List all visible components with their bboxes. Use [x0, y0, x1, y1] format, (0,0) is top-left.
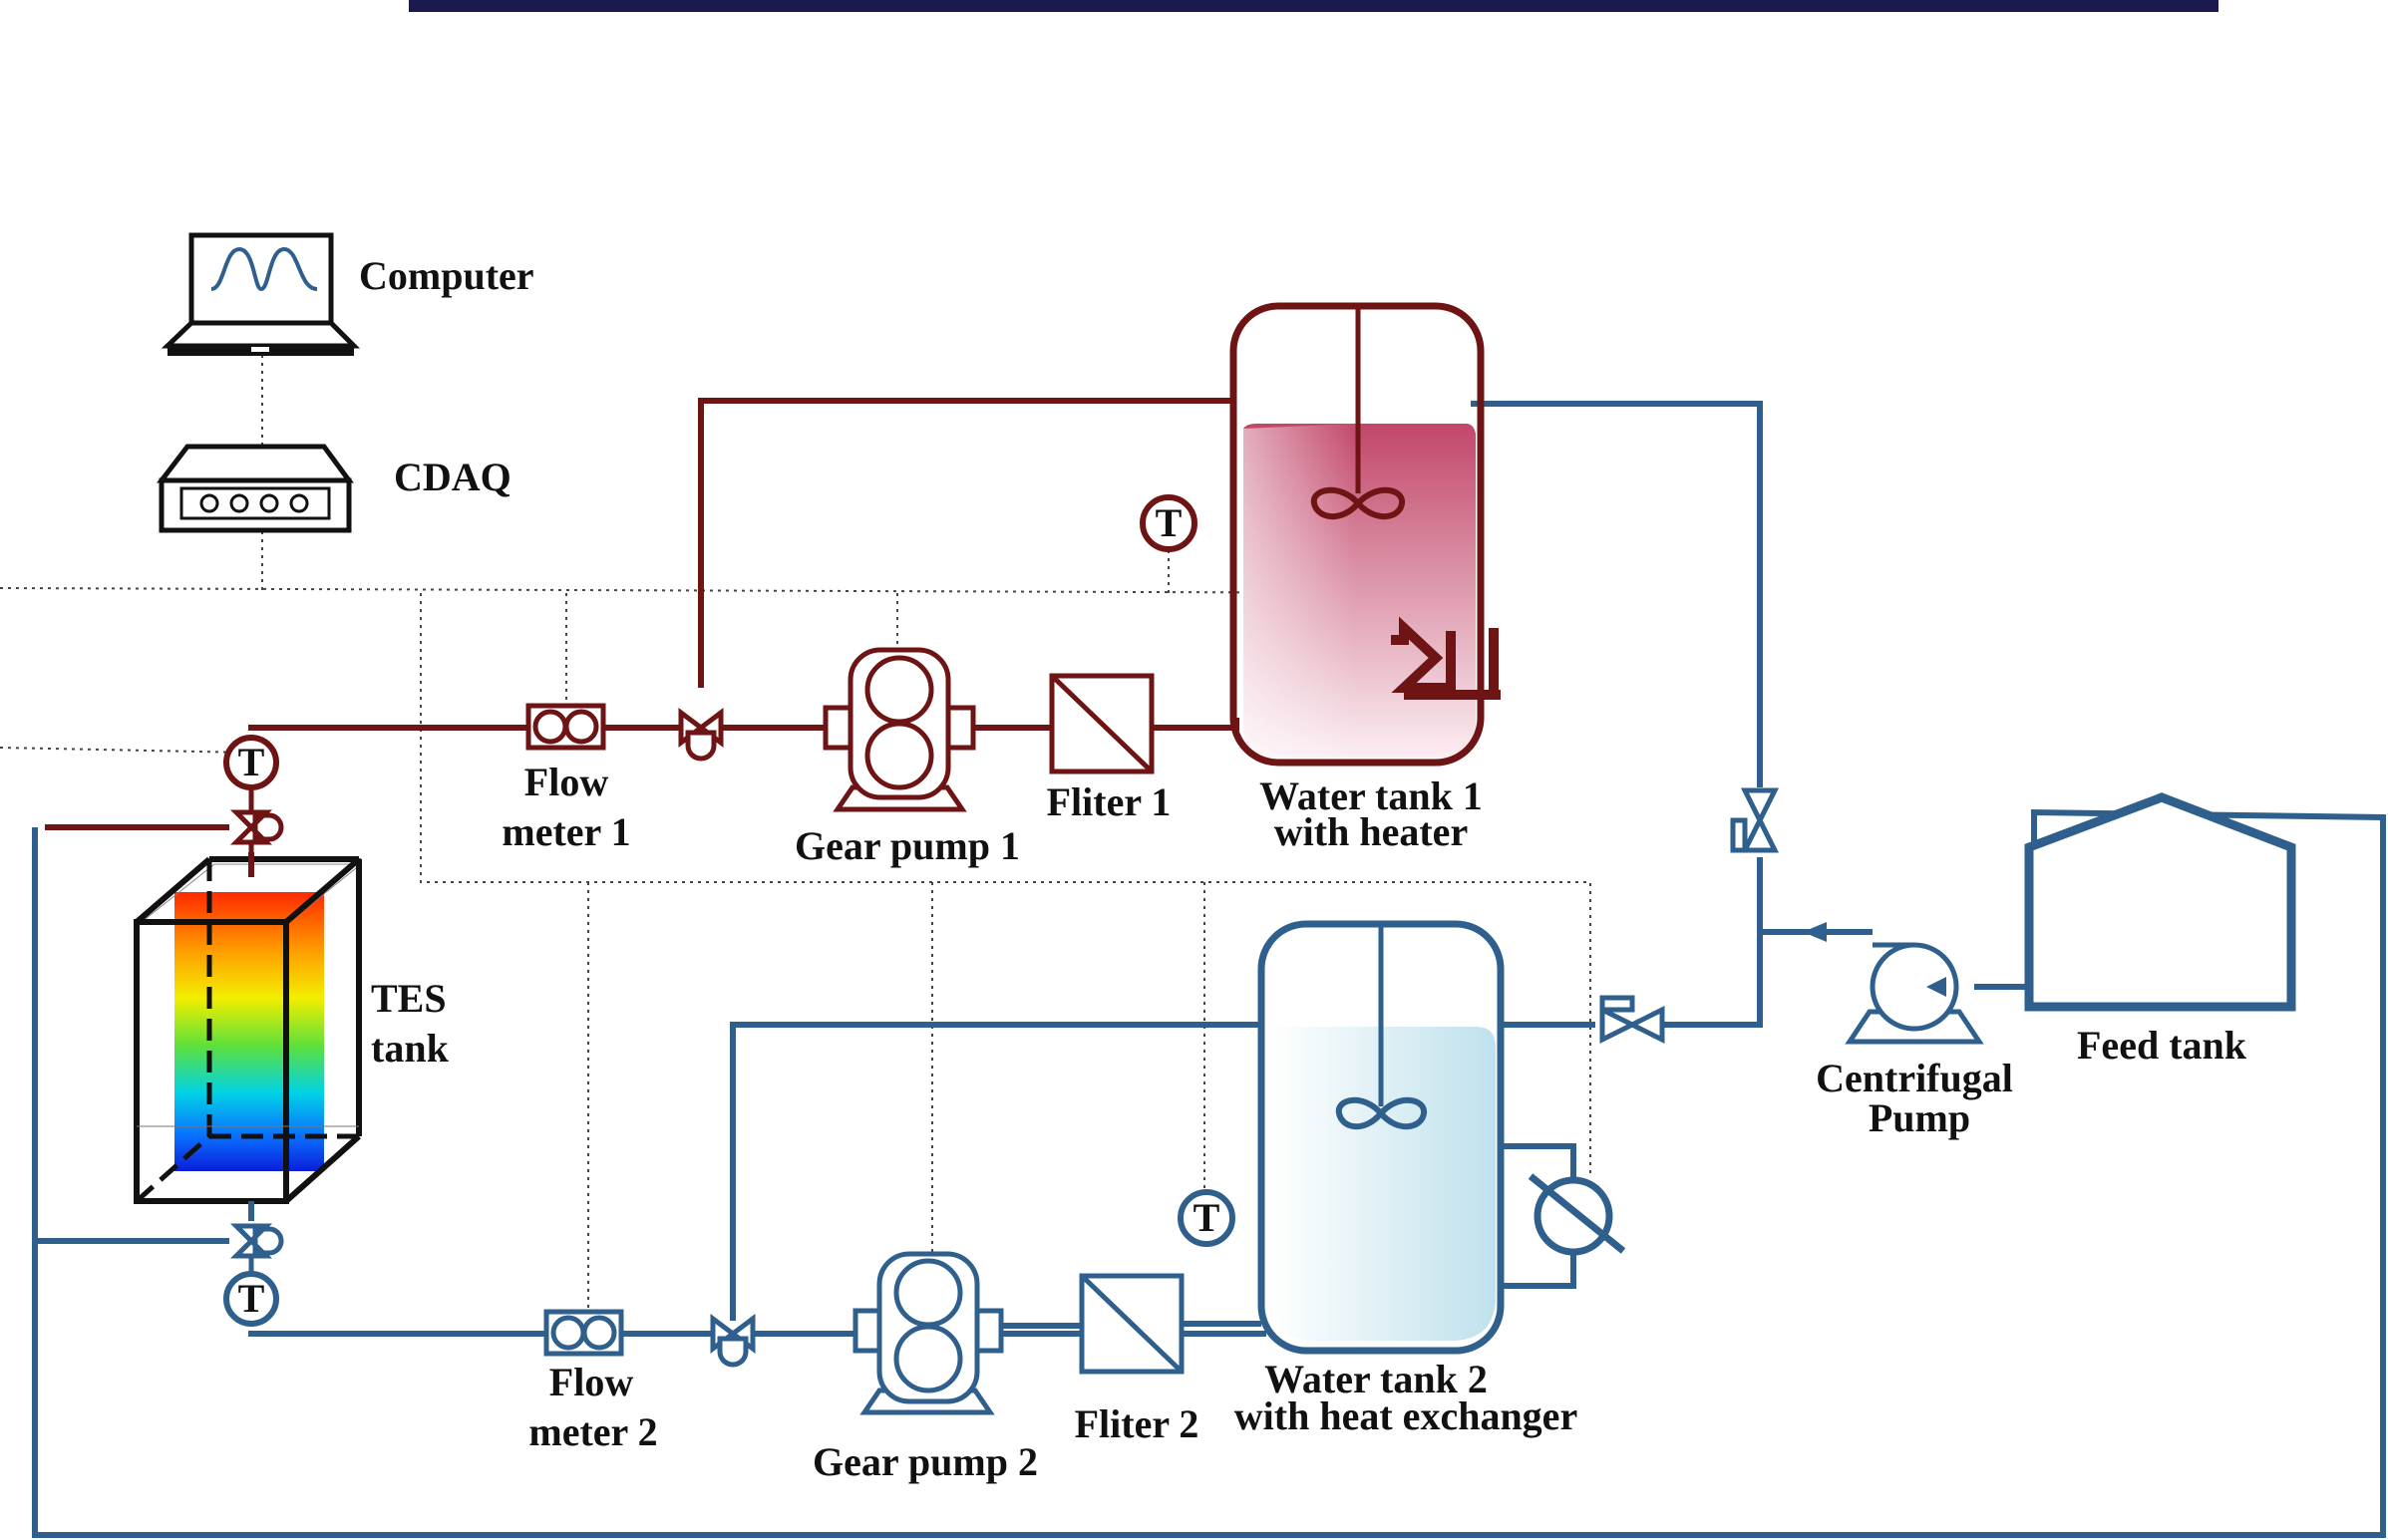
three-way-valve-1-icon: [678, 708, 724, 762]
water-tank-1-label-line1: Water tank 1: [1259, 773, 1483, 818]
gear-pump-2-icon: [853, 1251, 1004, 1415]
computer-icon: [161, 232, 361, 356]
centrifugal-arrow-icon: [1803, 922, 1827, 942]
filter-2-label: Fliter 2: [1075, 1401, 1199, 1446]
water-tank-2: [1257, 920, 1626, 1355]
three-way-valve-2-icon: [710, 1314, 756, 1368]
temp-sensor-tank-2: T: [1178, 1189, 1235, 1247]
tes-top-valve-icon: [229, 782, 284, 857]
header-bar: [409, 0, 2218, 12]
feed-tank-label: Feed tank: [2077, 1023, 2247, 1068]
tes-tank-label-line1: TES: [371, 976, 447, 1021]
water-tank-1-label-line2: with heater: [1274, 809, 1468, 854]
svg-text:T: T: [238, 1276, 265, 1321]
gate-valve-vertical-icon: [1730, 787, 1780, 853]
flow-meter-1-label-line2: meter 1: [502, 809, 630, 854]
centrifugal-pump-label-line2: Pump: [1869, 1095, 1970, 1140]
water-tank-1: [1229, 302, 1501, 767]
gear-pump-2-label: Gear pump 2: [813, 1439, 1038, 1484]
tes-bottom-valve-icon: [229, 1223, 284, 1276]
cdaq-label: CDAQ: [394, 455, 512, 499]
flow-meter-1-label-line1: Flow: [524, 760, 609, 804]
water-tank-2-label-line2: with heat exchanger: [1234, 1393, 1577, 1438]
svg-text:T: T: [1156, 500, 1183, 545]
centrifugal-pump-label-line1: Centrifugal: [1816, 1056, 2013, 1100]
cdaq-icon: [156, 444, 354, 533]
flow-meter-1-icon: [525, 703, 606, 751]
tes-tank: [134, 852, 363, 1221]
filter-2-icon: [1079, 1273, 1185, 1375]
filter-1-icon: [1049, 673, 1155, 774]
temp-sensor-tes-bottom: T: [223, 1271, 279, 1327]
gate-valve-horizontal-icon: [1599, 995, 1665, 1045]
feed-arrow-icon: [1926, 977, 1946, 997]
flow-meter-2-icon: [543, 1309, 624, 1357]
feed-tank-icon: [2024, 792, 2296, 1012]
flow-meter-2-label-line1: Flow: [549, 1360, 634, 1404]
temp-sensor-tank-1: T: [1140, 494, 1197, 552]
temp-sensor-tes-top: T: [223, 735, 279, 790]
gear-pump-1-label: Gear pump 1: [795, 823, 1020, 868]
svg-text:T: T: [238, 740, 265, 784]
svg-text:T: T: [1194, 1195, 1220, 1240]
computer-label: Computer: [359, 253, 534, 298]
flow-meter-2-label-line2: meter 2: [528, 1409, 657, 1454]
tes-tank-label-line2: tank: [371, 1026, 450, 1071]
water-tank-2-label-line1: Water tank 2: [1264, 1357, 1488, 1401]
filter-1-label: Fliter 1: [1047, 779, 1172, 824]
gear-pump-1-icon: [823, 647, 976, 812]
centrifugal-pump-icon: [1845, 942, 1984, 1045]
